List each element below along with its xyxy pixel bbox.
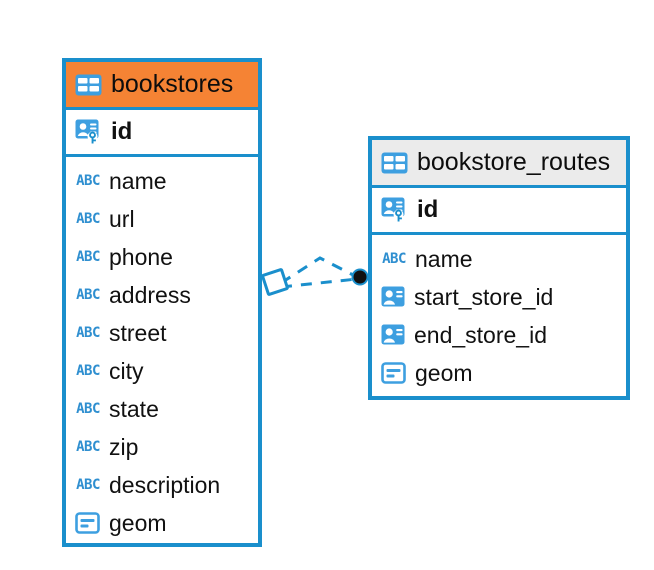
entity-title: bookstore_routes [417,148,611,176]
field-row-address[interactable]: ABC address [66,276,258,314]
field-label: id [417,196,439,223]
field-row-primary-key[interactable]: id [372,188,626,235]
field-row-name[interactable]: ABC name [66,162,258,200]
field-row-description[interactable]: ABC description [66,466,258,504]
field-row-name[interactable]: ABC name [372,240,626,278]
text-abc-icon: ABC [76,401,100,417]
field-label: state [109,395,159,422]
diamond-marker [261,268,289,296]
primary-key-icon [75,119,103,145]
field-label: geom [415,359,473,386]
entity-bookstores[interactable]: bookstores id [62,58,262,547]
entity-title: bookstores [111,70,234,98]
table-icon [75,74,102,96]
field-row-end-store-id[interactable]: end_store_id [372,316,626,354]
field-label: geom [109,509,167,536]
field-label: end_store_id [414,321,547,348]
field-label: url [109,205,135,232]
field-row-url[interactable]: ABC url [66,200,258,238]
field-label: description [109,471,221,498]
field-label: id [111,118,133,145]
text-abc-icon: ABC [76,477,100,493]
field-row-state[interactable]: ABC state [66,390,258,428]
entity-header-bookstores[interactable]: bookstores [66,62,258,110]
field-row-primary-key[interactable]: id [66,110,258,157]
relationship-branch-lower [280,277,358,289]
field-row-start-store-id[interactable]: start_store_id [372,278,626,316]
field-row-city[interactable]: ABC city [66,352,258,390]
table-icon [381,152,408,174]
field-label: address [109,281,191,308]
field-row-phone[interactable]: ABC phone [66,238,258,276]
field-label: start_store_id [414,283,554,310]
text-abc-icon: ABC [76,325,100,341]
entity-bookstore-routes[interactable]: bookstore_routes id [368,136,630,400]
field-label: city [109,357,144,384]
field-label: name [415,245,473,272]
filled-circle-marker [351,268,369,286]
primary-key-icon [381,197,409,223]
foreign-key-icon [381,286,406,308]
text-abc-icon: ABC [76,287,100,303]
text-abc-icon: ABC [76,249,100,265]
field-label: name [109,167,167,194]
field-label: phone [109,243,173,270]
text-abc-icon: ABC [76,173,100,189]
text-abc-icon: ABC [382,251,406,267]
text-abc-icon: ABC [76,439,100,455]
text-abc-icon: ABC [76,211,100,227]
field-row-street[interactable]: ABC street [66,314,258,352]
entity-header-bookstore-routes[interactable]: bookstore_routes [372,140,626,188]
entity-fields-bookstores: ABC name ABC url ABC phone ABC address A… [66,157,258,548]
field-row-geom[interactable]: geom [372,354,626,392]
text-abc-icon: ABC [76,363,100,379]
geometry-icon [75,512,101,534]
entity-fields-bookstore-routes: ABC name start_store_id [372,235,626,398]
field-row-zip[interactable]: ABC zip [66,428,258,466]
field-label: street [109,319,167,346]
geometry-icon [381,362,407,384]
foreign-key-icon [381,324,406,346]
field-row-geom[interactable]: geom [66,504,258,542]
relationship-branch-upper [280,256,358,285]
field-label: zip [109,433,139,460]
